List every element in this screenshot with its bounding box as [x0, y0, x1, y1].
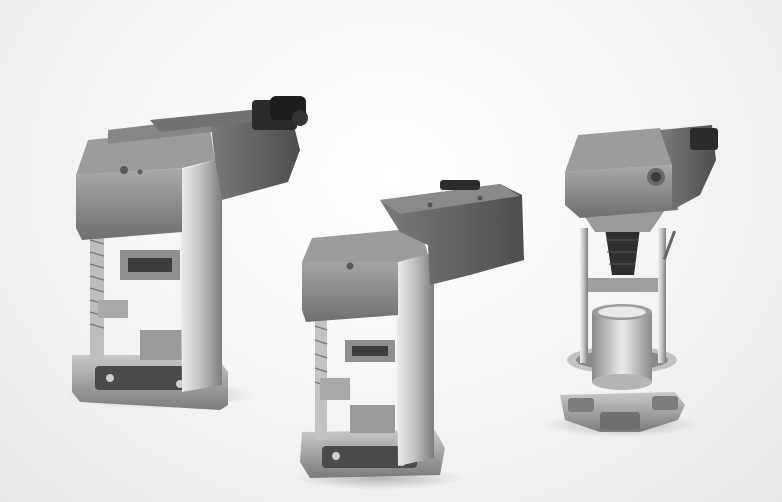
actuator-compact [544, 125, 718, 437]
actuator-medium [293, 180, 524, 490]
actuator-large [65, 96, 308, 410]
